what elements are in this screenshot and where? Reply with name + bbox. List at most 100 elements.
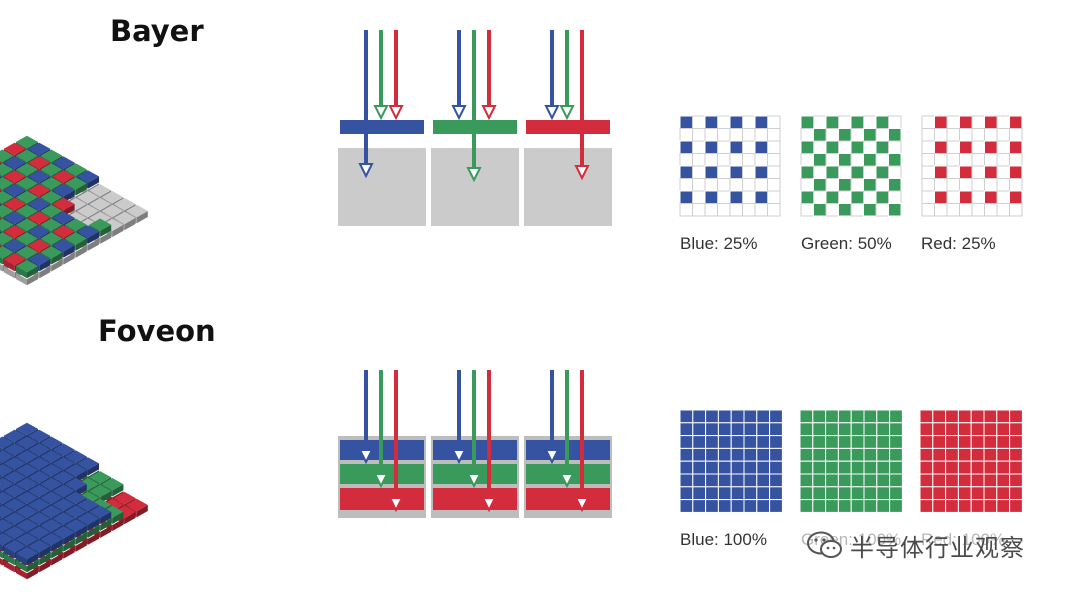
pixel-top [0, 477, 14, 491]
pixel-top [89, 505, 112, 518]
light-ray-red-head [574, 497, 590, 513]
bayer-blue-cell [742, 115, 756, 129]
pixel-side-right [27, 266, 38, 279]
bayer-filter-cross-section [338, 30, 612, 226]
foveon-red-cell [1009, 422, 1023, 437]
bayer-red-cell [971, 128, 985, 142]
pixel-top [89, 471, 112, 484]
bayer-green-cell [875, 128, 889, 142]
pixel-side-right [100, 231, 112, 244]
bayer-blue-cell [729, 165, 743, 179]
bayer-blue-cell [754, 178, 768, 192]
bayer-red-cell [946, 115, 960, 129]
bayer-red-cell [959, 140, 973, 154]
foveon-red-cell [1009, 409, 1023, 424]
pixel-side-right [51, 546, 63, 559]
foveon-blue-cell [730, 486, 745, 501]
bayer-red-cell [1009, 190, 1023, 204]
pixel-side-right [75, 532, 87, 545]
pixel-top [16, 436, 38, 449]
bayer-green-cell [800, 115, 814, 129]
pixel-side-right [75, 238, 87, 251]
foveon-blue-cell [679, 409, 694, 424]
pixel-side-right [63, 539, 75, 552]
foveon-green-cell [850, 409, 865, 424]
bayer-red-cell [934, 203, 948, 217]
pixel-top [28, 498, 51, 511]
pixel-top [113, 211, 136, 225]
foveon-green-cell [863, 409, 878, 424]
foveon-green-cell [837, 499, 852, 513]
foveon-red-cell [983, 447, 998, 462]
pixel-side-front [3, 266, 15, 279]
pixel-top [77, 225, 99, 238]
bayer-red-cell [996, 140, 1010, 154]
pixel-top [0, 204, 14, 218]
foveon-blue-cell [717, 486, 732, 501]
foveon-red-cell [970, 473, 985, 488]
foveon-red-cell [957, 473, 972, 488]
pixel-side-right [39, 259, 51, 272]
bayer-green-cell [825, 165, 839, 179]
pixel-side-right [100, 511, 112, 524]
bayer-blue-cell [742, 140, 756, 154]
pixel-side-right [88, 518, 99, 531]
foveon-blue-cell [730, 473, 745, 488]
bayer-red-cell [971, 165, 985, 179]
light-ray-green-head [466, 167, 482, 183]
pixel-side-right [63, 204, 75, 217]
pixel-top [0, 230, 2, 233]
foveon-green-cell [889, 473, 903, 488]
foveon-blue-cell [756, 499, 771, 513]
foveon-red-cell [919, 435, 934, 449]
foveon-blue-cell [743, 460, 758, 475]
foveon-green-cell [889, 486, 903, 501]
red-layer [340, 488, 424, 510]
foveon-red-cell [970, 499, 985, 513]
bayer-green-cell [875, 165, 889, 179]
pixel-top [3, 498, 26, 511]
light-ray-blue-head [544, 449, 560, 465]
foveon-green-cell [863, 447, 878, 462]
pixel-top [52, 225, 75, 238]
bayer-green-cell [838, 190, 852, 204]
pixel-side-right [88, 238, 99, 251]
foveon-red-cell [1009, 486, 1023, 501]
foveon-blue-cell [705, 486, 719, 501]
bayer-green-cell [863, 153, 877, 167]
bayer-blue-cell [679, 190, 693, 204]
bayer-blue-cell [767, 128, 781, 142]
foveon-red-cell [919, 473, 934, 488]
pixel-top [28, 429, 51, 442]
pixel-side-right [112, 511, 124, 524]
light-ray-red-head [481, 497, 497, 513]
pixel-top [0, 175, 2, 178]
pixel-side-right [112, 518, 124, 531]
pixel-top [3, 211, 26, 224]
foveon-green-cell [876, 499, 891, 513]
bayer-blue-cell [767, 190, 781, 204]
pixel-top [64, 477, 87, 491]
foveon-blue-cell [717, 422, 732, 437]
pixel-top [28, 484, 51, 498]
foveon-green-cell [825, 499, 839, 513]
bayer-red-cell [1009, 165, 1023, 179]
foveon-blue-cell [692, 422, 707, 437]
light-ray-red-head [388, 105, 404, 121]
bayer-blue-cell [767, 165, 781, 179]
foveon-green-cell [812, 499, 827, 513]
pixel-top [0, 476, 2, 478]
bayer-blue-cell [742, 190, 756, 204]
foveon-green-cell [863, 473, 878, 488]
pixel-top [125, 204, 148, 218]
bayer-blue-cell [729, 153, 743, 167]
foveon-green-cell [850, 422, 865, 437]
pixel-top [3, 142, 26, 155]
foveon-blue-cell [679, 447, 694, 462]
bayer-green-cell [850, 128, 864, 142]
foveon-green-cell [837, 422, 852, 437]
bayer-green-cell [888, 140, 902, 154]
pixel-side-front [16, 273, 27, 286]
pixel-top [3, 443, 26, 456]
foveon-blue-cell [705, 409, 719, 424]
